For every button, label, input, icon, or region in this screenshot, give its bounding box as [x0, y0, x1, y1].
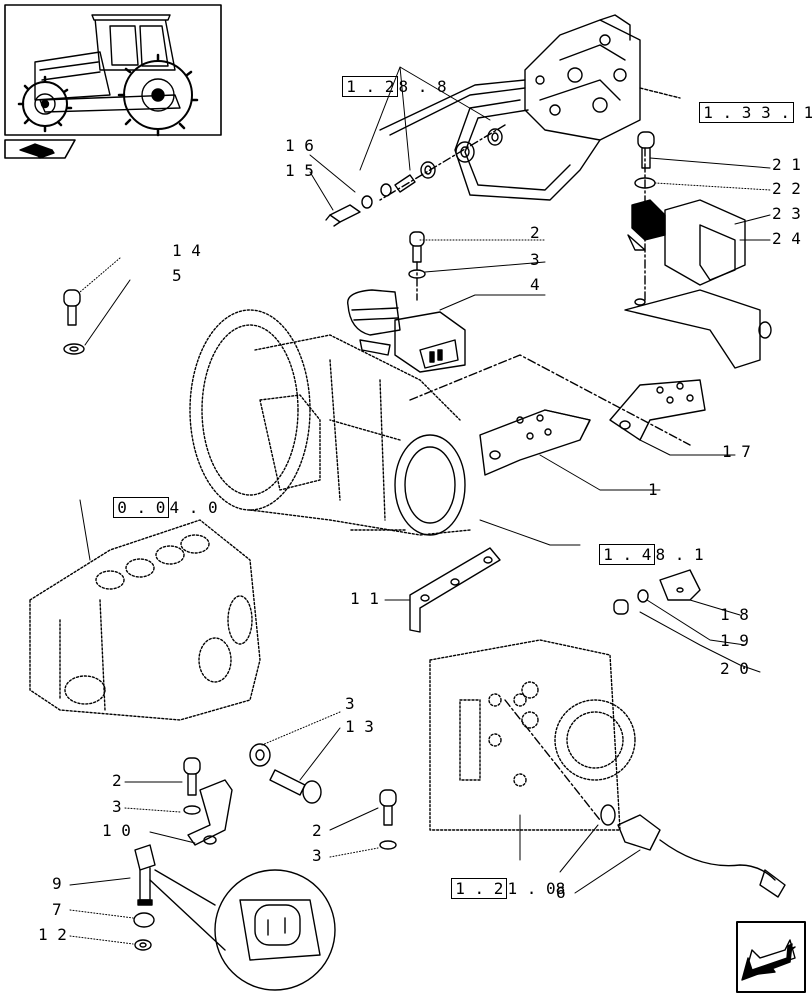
cover-18-19-20: [613, 569, 701, 615]
ref-label-1-33-1[interactable]: 1 . 3 3 . 1 /: [680, 86, 812, 123]
bracket-1: [479, 409, 591, 476]
connector-detail: [149, 869, 336, 991]
ref-box: 1 . 2: [342, 76, 399, 97]
callout-18: 1 8: [720, 605, 749, 624]
callout-19: 1 9: [720, 631, 749, 650]
bolt-13: [249, 743, 322, 804]
callout-15: 1 5: [285, 161, 314, 180]
callout-3b: 3: [345, 694, 355, 713]
callout-24: 2 4: [772, 229, 801, 248]
callout-13: 1 3: [345, 717, 374, 736]
callout-14: 1 4: [172, 241, 201, 260]
ref-box: 1 . 2: [451, 878, 508, 899]
ref-box: 0 . 0: [113, 497, 170, 518]
callout-20: 2 0: [720, 659, 749, 678]
valve-fittings: [325, 124, 506, 227]
ref-rest: 1 . 08: [507, 879, 566, 898]
callout-1: 1: [648, 480, 658, 499]
temperature-sensor-6: [600, 804, 786, 898]
ref-rest: 1 /: [803, 103, 812, 122]
callout-16: 1 6: [285, 136, 314, 155]
callout-23: 2 3: [772, 204, 801, 223]
callout-3c: 3: [112, 797, 122, 816]
callout-3d: 3: [312, 846, 322, 865]
callout-17: 1 7: [722, 442, 751, 461]
ref-rest: 8 . 1: [655, 545, 704, 564]
callout-6: 6: [556, 883, 566, 902]
solenoid-valve: [347, 231, 466, 373]
callout-11: 1 1: [350, 589, 379, 608]
callout-4: 4: [530, 275, 540, 294]
bracket-10-stack: [183, 757, 397, 850]
callout-7: 7: [52, 900, 62, 919]
leader-lines: [69, 66, 771, 945]
rear-housing: [429, 639, 636, 831]
callout-2: 2: [530, 223, 540, 242]
next-page-arrow-icon[interactable]: [736, 921, 806, 993]
plate-11: [409, 547, 501, 633]
bolt-washer-14-5: [63, 289, 85, 355]
ref-rest: 8 . 8: [398, 77, 447, 96]
transmission-housing: [189, 309, 691, 536]
ref-box: 1 . 3 3 .: [699, 102, 794, 123]
engine-block: [29, 519, 261, 721]
callout-21: 2 1: [772, 155, 801, 174]
callout-9: 9: [52, 874, 62, 893]
callout-2c: 2: [312, 821, 322, 840]
ref-rest: 4 . 0: [169, 498, 218, 517]
ref-box: 1 . 4: [599, 544, 656, 565]
callout-10: 1 0: [102, 821, 131, 840]
callout-22: 2 2: [772, 179, 801, 198]
callout-12: 1 2: [38, 925, 67, 944]
callout-3: 3: [530, 250, 540, 269]
sensor-9-7-12: [133, 844, 156, 951]
callout-2b: 2: [112, 771, 122, 790]
pressure-switch-assembly: [624, 131, 772, 369]
book-icon: [4, 139, 76, 159]
callout-5: 5: [172, 266, 182, 285]
tractor-thumbnail: [4, 4, 222, 137]
